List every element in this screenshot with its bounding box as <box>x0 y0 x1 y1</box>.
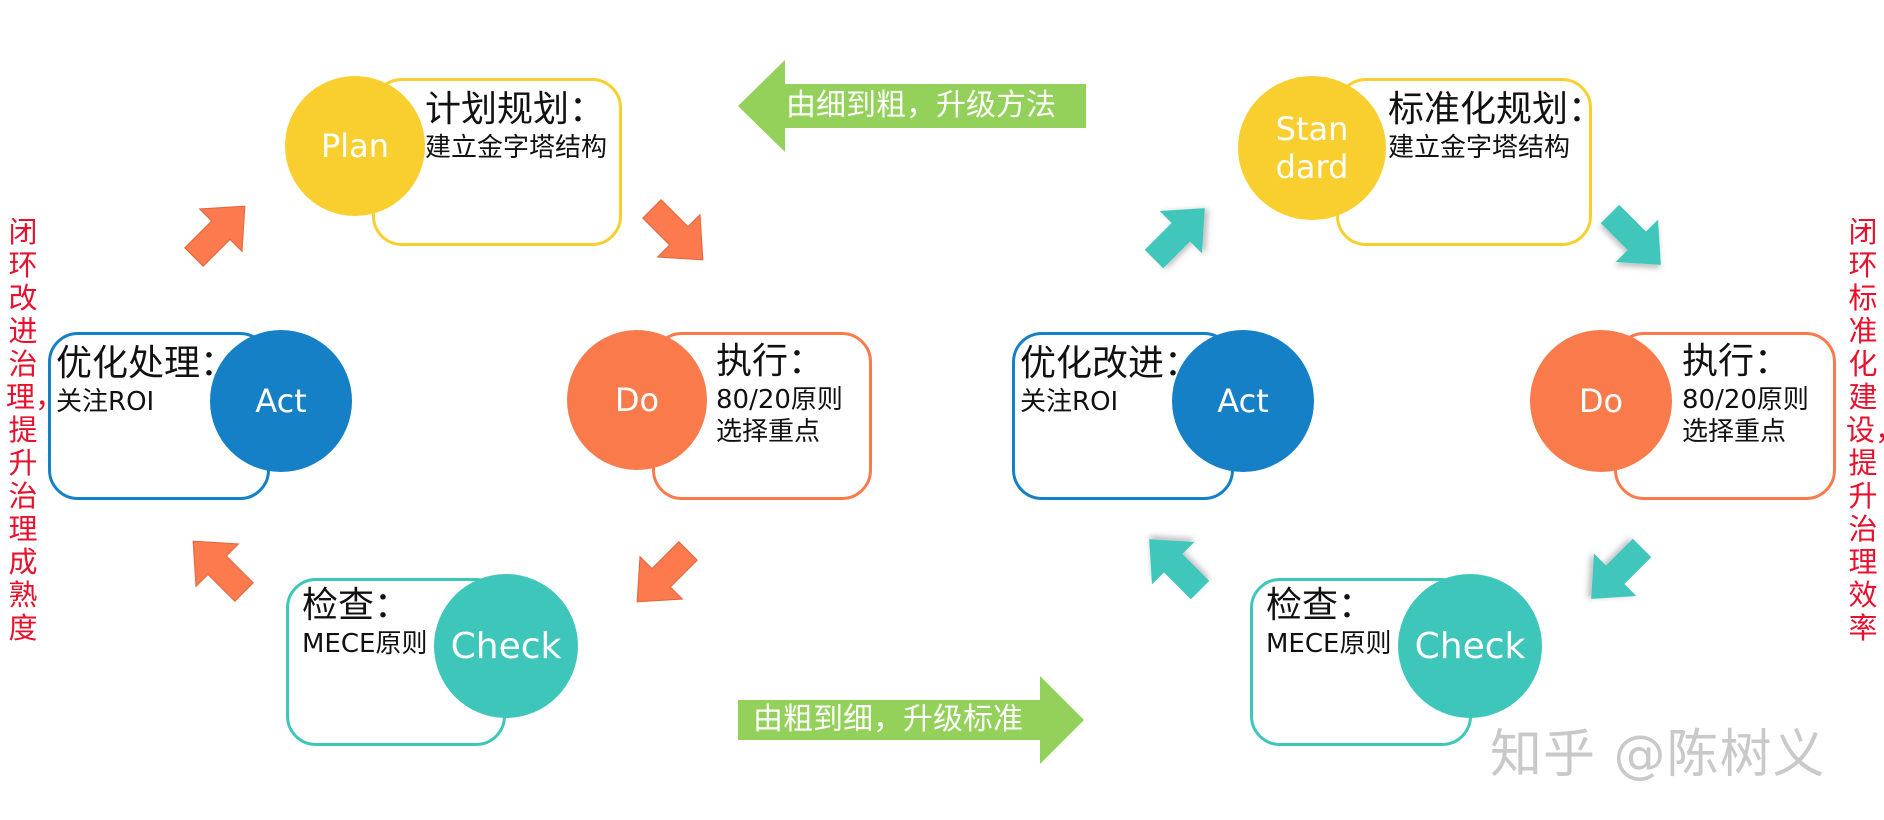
do-detail-1: 80/20原则 <box>716 385 843 415</box>
standard-circle: Stan dard <box>1238 76 1386 220</box>
do-detail-2: 选择重点 <box>716 417 821 447</box>
check-circle: Check <box>434 574 578 718</box>
act-circle-right: Act <box>1172 330 1314 472</box>
do-circle-right-label: Do <box>1578 382 1624 420</box>
do-title-right: 执行： <box>1682 341 1791 382</box>
banner-top-label: 由细到粗，升级方法 <box>786 88 1056 123</box>
standard-title: 标准化规划： <box>1388 89 1605 130</box>
do-title: 执行： <box>716 341 825 382</box>
act-circle-right-label: Act <box>1217 382 1269 420</box>
watermark: 知乎 @陈树义 <box>1490 725 1826 785</box>
arrow-standard-to-do <box>1588 192 1683 287</box>
banner-bottom-label: 由粗到细，升级标准 <box>753 702 1023 737</box>
plan-title: 计划规划： <box>425 89 606 130</box>
arrow-act-to-standard <box>1132 186 1227 281</box>
right-side-caption: 闭环标准化建设，提升治理效率 <box>1846 215 1884 645</box>
do-detail-right-1: 80/20原则 <box>1682 385 1809 415</box>
standard-circle-label-1: Stan <box>1275 110 1349 148</box>
check-detail: MECE原则 <box>302 629 428 659</box>
act-circle: Act <box>210 330 352 472</box>
banner-top-shape <box>738 60 1086 152</box>
do-circle: Do <box>567 330 707 470</box>
standard-circle-label-2: dard <box>1275 148 1349 186</box>
check-detail-right: MECE原则 <box>1266 629 1392 659</box>
plan-detail: 建立金字塔结构 <box>425 133 608 163</box>
check-circle-label: Check <box>450 625 562 667</box>
act-detail-right: 关注ROI <box>1020 387 1119 417</box>
do-detail-right-2: 选择重点 <box>1682 417 1787 447</box>
act-detail: 关注ROI <box>56 387 155 417</box>
do-circle-right: Do <box>1530 330 1672 472</box>
act-circle-label: Act <box>255 382 307 420</box>
arrow-do-to-check <box>615 529 710 624</box>
arrow-act-to-plan <box>172 184 267 279</box>
check-title-right: 检查： <box>1266 585 1375 626</box>
check-circle-right: Check <box>1398 574 1542 718</box>
do-circle-label: Do <box>614 381 660 419</box>
check-circle-right-label: Check <box>1414 625 1526 667</box>
plan-circle: Plan <box>285 76 425 216</box>
standard-detail: 建立金字塔结构 <box>1388 133 1571 163</box>
banner-bottom-shape <box>738 676 1084 764</box>
act-title: 优化处理： <box>56 343 237 384</box>
check-title: 检查： <box>302 585 411 626</box>
plan-circle-label: Plan <box>320 127 390 165</box>
arrow-plan-to-do <box>630 187 725 282</box>
arrow-check-to-act <box>171 519 266 614</box>
act-title-right: 优化改进： <box>1020 343 1201 384</box>
left-side-caption: 闭环改进治理，提升治理成熟度 <box>6 215 65 645</box>
arrow-check-to-act-right <box>1127 517 1222 612</box>
arrow-do-to-check-right <box>1569 526 1664 621</box>
